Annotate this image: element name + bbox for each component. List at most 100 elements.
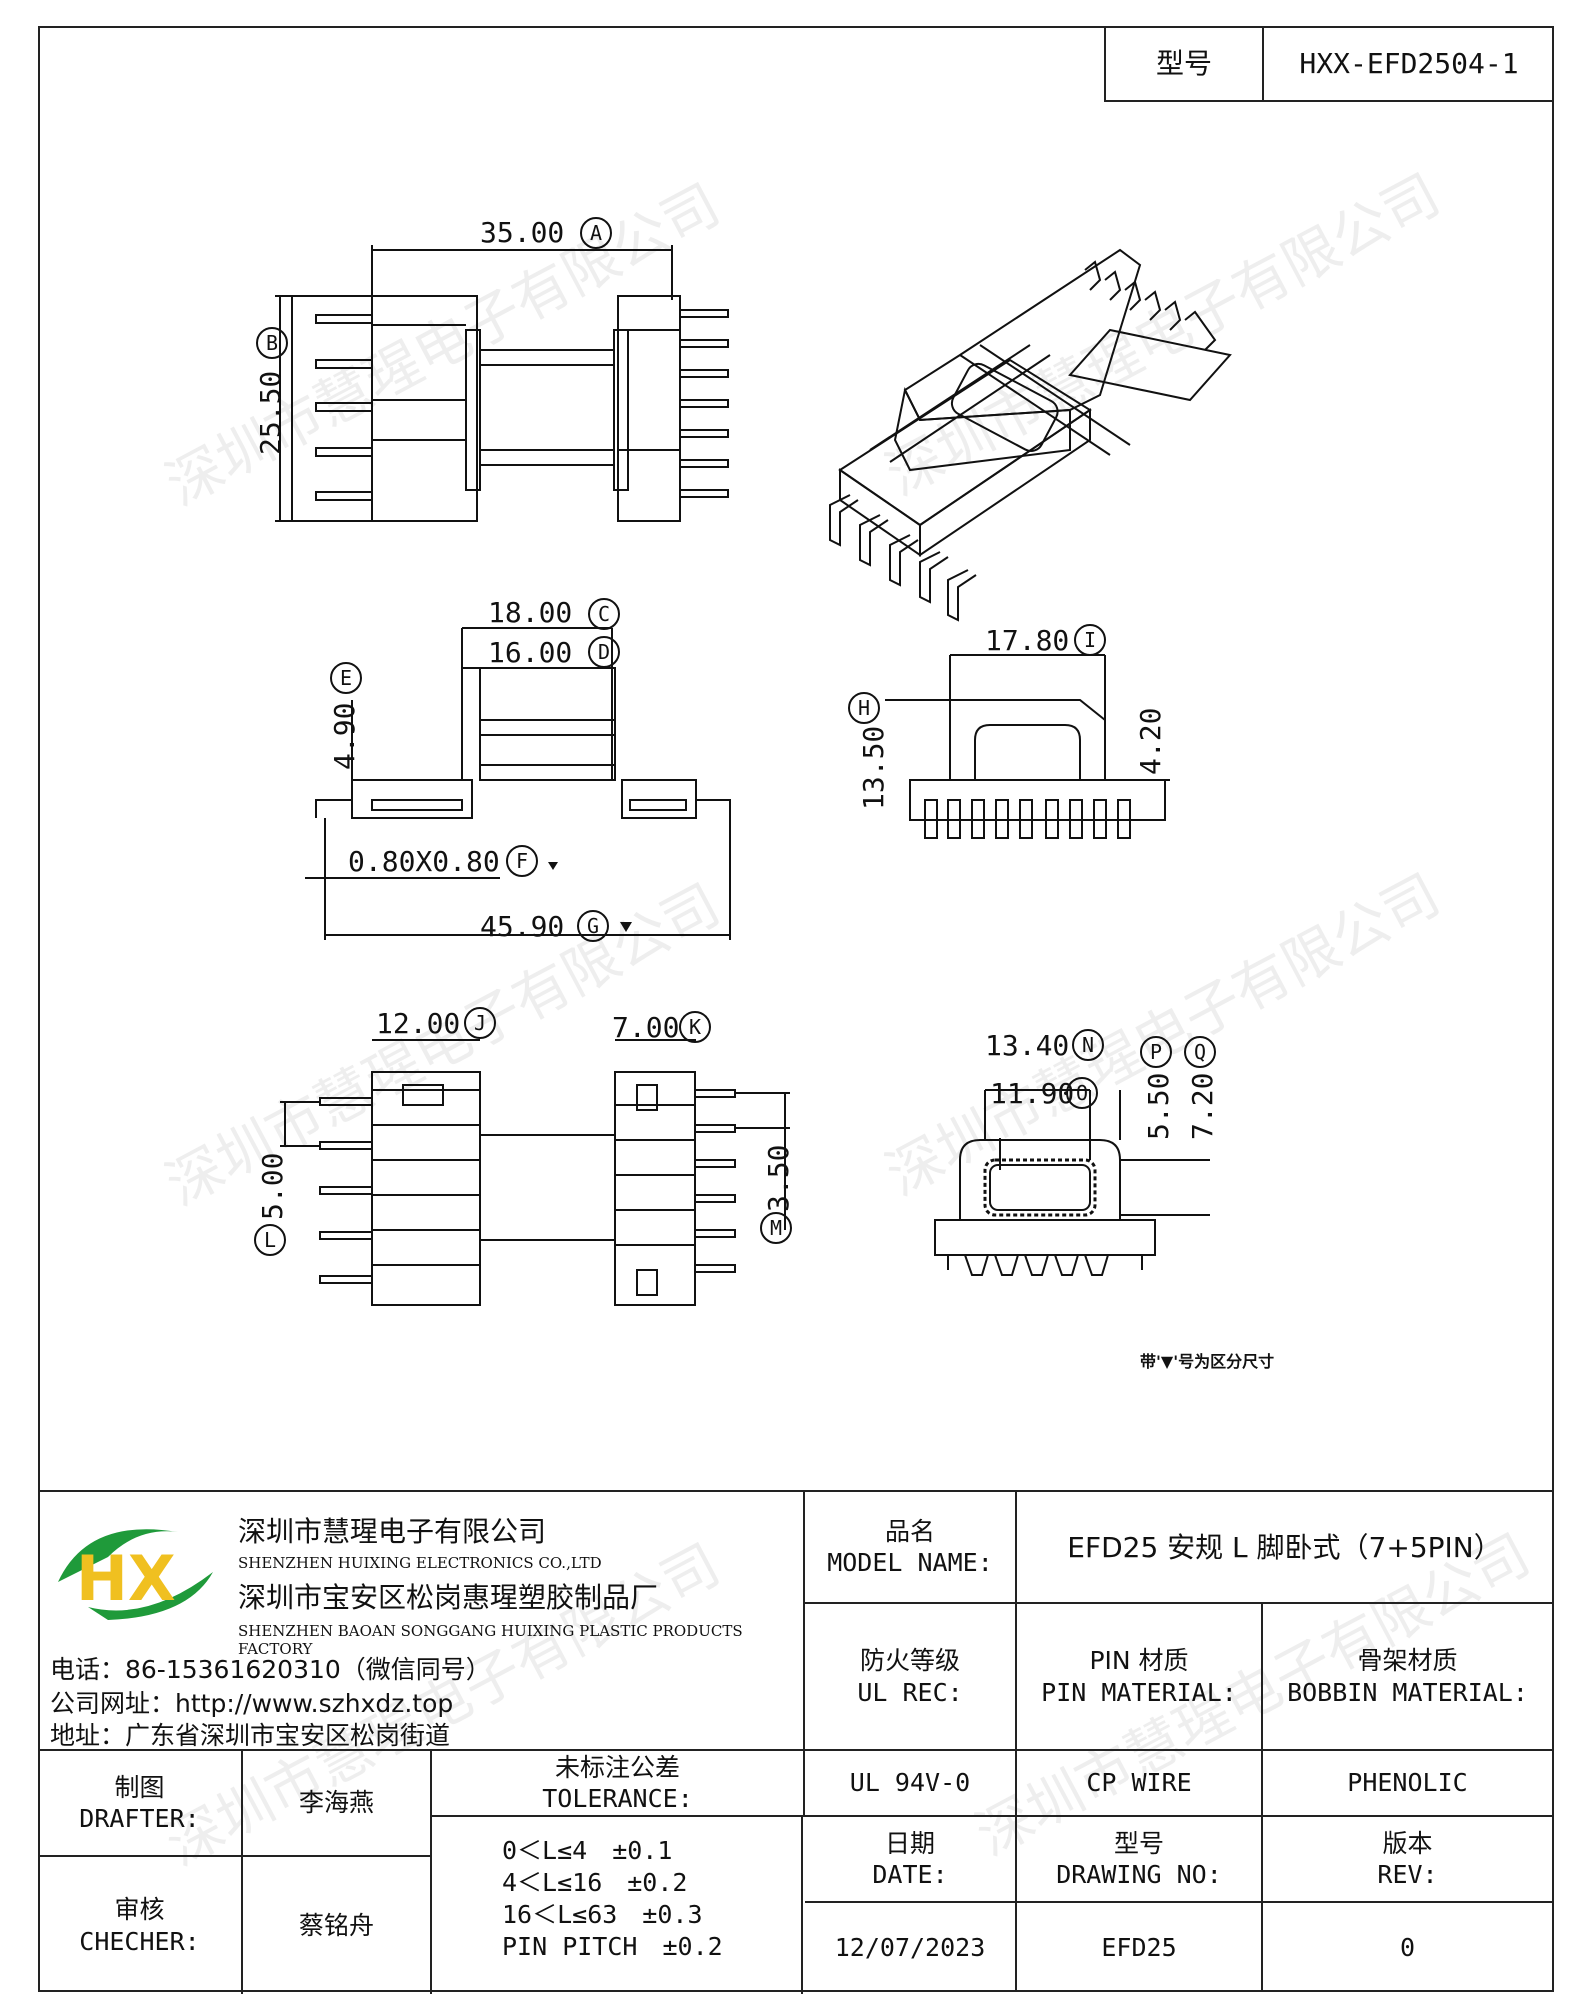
company-phone: 电话：86-15361620310（微信同号） (50, 1655, 491, 1684)
company-name-cn: 深圳市慧瑆电子有限公司 (238, 1515, 547, 1548)
model-name-value: EFD25 安规 L 脚卧式（7+5PIN） (1017, 1492, 1552, 1604)
date-value: 12/07/2023 (805, 1903, 1017, 1992)
dim-g-value: 45.90 (480, 910, 564, 943)
ul-rec-value: UL 94V-0 (805, 1751, 1017, 1817)
logo-text: HX (76, 1542, 176, 1615)
dim-m-value: 3.50 (762, 1145, 795, 1212)
pin-material-label-cn: PIN 材质 (1089, 1646, 1189, 1676)
dim-f-value: 0.80X0.80 (348, 845, 500, 878)
top-view (275, 245, 729, 522)
dim-p-value: 5.50 (1142, 1073, 1175, 1140)
mark-triangle (620, 922, 632, 932)
factory-name-en: SHENZHEN BAOAN SONGGANG HUIXING PLASTIC … (238, 1622, 743, 1658)
checker-value: 蔡铭舟 (243, 1857, 432, 1994)
dim-letter-o: O (1076, 1081, 1088, 1105)
model-name-label-en: MODEL NAME: (827, 1548, 993, 1577)
bobbin-material-label-cn: 骨架材质 (1357, 1646, 1458, 1676)
dim-letter-f: F (516, 849, 528, 873)
tolerance-line: 4＜L≤16 ±0.2 (502, 1868, 688, 1897)
dim-letter-e: E (340, 666, 352, 690)
factory-name-cn: 深圳市宝安区松岗惠瑆塑胶制品厂 (238, 1581, 659, 1614)
bottom-view (280, 1039, 790, 1306)
company-logo: HX (58, 1529, 213, 1620)
dim-letter-a: A (590, 221, 602, 245)
rev-label-cn: 版本 (1382, 1828, 1433, 1858)
date-label-en: DATE: (872, 1860, 948, 1889)
dim-l-value: 5.00 (256, 1153, 289, 1220)
dim-q-value: 7.20 (1186, 1073, 1219, 1140)
rev-label-en: REV: (1377, 1860, 1438, 1889)
technical-drawing: 35.00 25.50 18.00 16.00 4.90 0.80X0.80 4… (254, 216, 1274, 1371)
drawing-no-value: EFD25 (1017, 1903, 1263, 1992)
date-label-cn: 日期 (884, 1828, 935, 1858)
dim-d-value: 16.00 (488, 636, 572, 669)
mark-triangle (548, 862, 558, 870)
bobbin-material-label-en: BOBBIN MATERIAL: (1287, 1677, 1528, 1707)
dim-n-value: 13.40 (985, 1029, 1069, 1062)
bobbin-material-label: 骨架材质 BOBBIN MATERIAL: (1263, 1604, 1552, 1751)
dim-b-value: 25.50 (254, 371, 287, 455)
checker-label-cn: 审核 (114, 1895, 165, 1925)
dim-letter-c: C (598, 602, 610, 626)
dim-letter-b: B (266, 331, 278, 355)
ul-rec-label: 防火等级 UL REC: (805, 1604, 1017, 1751)
tolerance-label-cn: 未标注公差 (554, 1752, 680, 1782)
drafter-label: 制图 DRAFTER: (38, 1751, 243, 1857)
drawing-no-label-cn: 型号 (1113, 1828, 1164, 1858)
ul-rec-label-en: UL REC: (857, 1677, 963, 1707)
dim-c-value: 18.00 (488, 596, 572, 629)
dimension-note: 带'▼'号为区分尺寸 (1140, 1352, 1274, 1371)
dim-letter-g: G (587, 914, 599, 938)
dim-circles (254, 217, 1216, 1256)
rev-label: 版本 REV: (1263, 1817, 1552, 1903)
dim-letter-n: N (1082, 1033, 1094, 1057)
end-section-view (934, 1089, 1210, 1276)
drafter-label-en: DRAFTER: (79, 1804, 200, 1833)
pin-material-value: CP WIRE (1017, 1751, 1263, 1817)
rev-value: 0 (1399, 1932, 1416, 1962)
company-address: 地址：广东省深圳市宝安区松岗街道 (50, 1721, 451, 1750)
company-name-en: SHENZHEN HUIXING ELECTRONICS CO.,LTD (238, 1554, 602, 1572)
company-website: 公司网址：http://www.szhxdz.top (50, 1689, 454, 1718)
drafter-value: 李海燕 (243, 1751, 432, 1857)
dim-letter-h: H (858, 696, 870, 720)
drawing-no-label-en: DRAWING NO: (1056, 1860, 1222, 1889)
dim-letter-p: P (1150, 1040, 1162, 1064)
dim-letter-k: K (689, 1015, 701, 1039)
model-header-box: 型号 HXX-EFD2504-1 (1104, 26, 1554, 102)
dim-i-value: 17.80 (985, 624, 1069, 657)
bobbin-material-value: PHENOLIC (1263, 1751, 1552, 1817)
lower-left-border (38, 1749, 805, 1751)
tolerance-label: 未标注公差 TOLERANCE: (432, 1751, 805, 1817)
drawing-no-label: 型号 DRAWING NO: (1017, 1817, 1263, 1903)
dim-a-value: 35.00 (480, 216, 564, 249)
isometric-view (829, 248, 1232, 622)
tolerance-line: 0＜L≤4 ±0.1 (502, 1836, 673, 1865)
dim-letter-l: L (264, 1228, 276, 1252)
model-name-label-cn: 品名 (884, 1516, 935, 1546)
tolerance-line: 16＜L≤63 ±0.3 (502, 1900, 703, 1929)
dim-j-value: 12.00 (376, 1007, 460, 1040)
model-header-value: HXX-EFD2504-1 (1299, 46, 1519, 80)
dim-letter-m: M (770, 1216, 782, 1240)
pin-material-label-en: PIN MATERIAL: (1041, 1677, 1237, 1707)
title-block: HX 深圳市慧瑆电子有限公司 SHENZHEN HUIXING ELECTRON… (38, 1490, 1554, 1994)
checker-label-en: CHECHER: (79, 1926, 200, 1956)
dim-letter-j: J (474, 1011, 486, 1035)
drafter-label-cn: 制图 (114, 1772, 165, 1802)
dim-e-value: 4.90 (328, 703, 361, 770)
tolerance-values: 0＜L≤4 ±0.1 4＜L≤16 ±0.2 16＜L≤63 ±0.3 PIN … (432, 1817, 803, 1994)
ul-rec-label-cn: 防火等级 (859, 1646, 960, 1676)
dim-letter-i: I (1084, 628, 1096, 652)
dim-k-value: 7.00 (612, 1011, 679, 1044)
front-view (305, 627, 731, 940)
company-info: HX 深圳市慧瑆电子有限公司 SHENZHEN HUIXING ELECTRON… (38, 1492, 805, 1750)
side-view (885, 654, 1170, 839)
dim-letter-d: D (598, 640, 610, 664)
pin-material-label: PIN 材质 PIN MATERIAL: (1017, 1604, 1263, 1751)
dim-h-value: 13.50 (857, 726, 890, 810)
dim-o-value: 11.90 (990, 1077, 1074, 1110)
dim-i2-value: 4.20 (1134, 708, 1167, 775)
checker-label: 审核 CHECHER: (38, 1857, 243, 1994)
tolerance-label-en: TOLERANCE: (542, 1784, 693, 1813)
